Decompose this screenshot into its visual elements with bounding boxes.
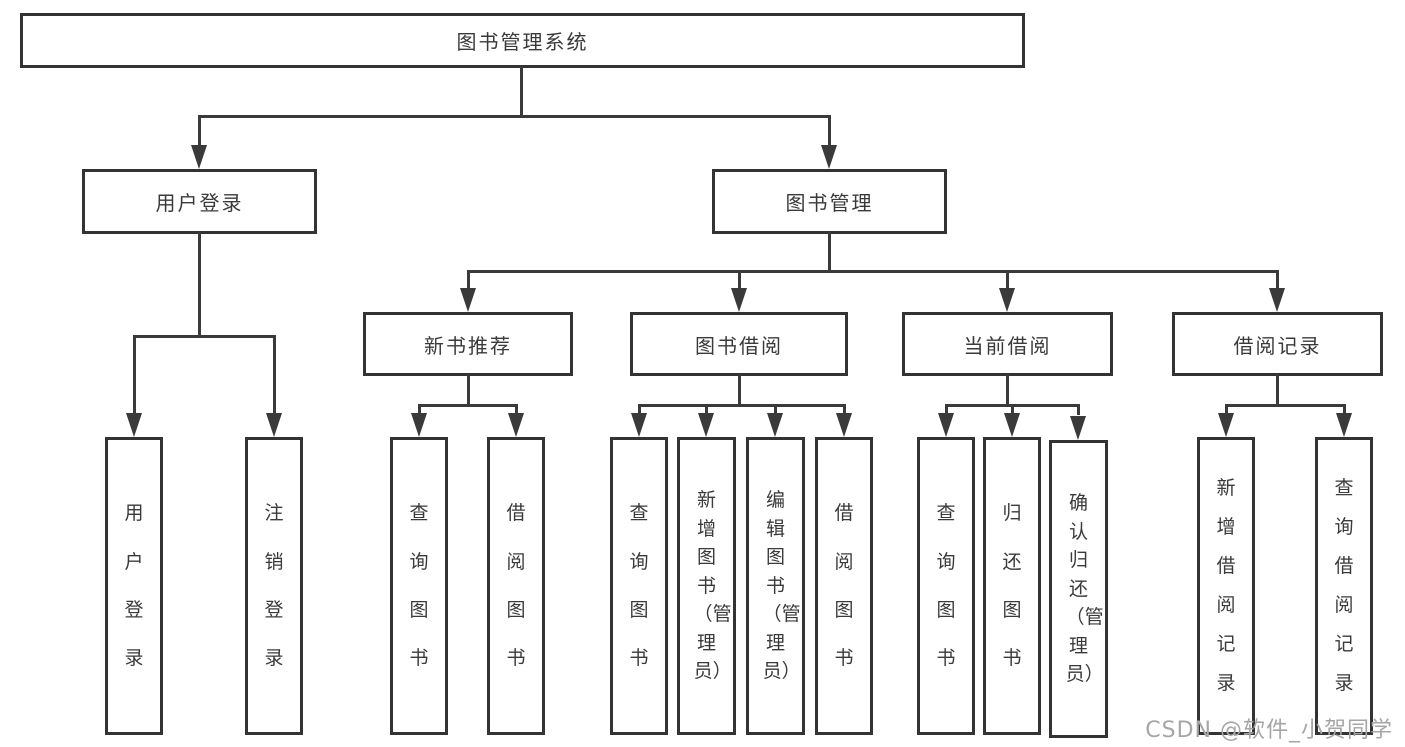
node-label: 图书管理 — [785, 191, 874, 215]
connector-line — [198, 232, 201, 337]
connector-line — [1011, 404, 1014, 415]
node-label: 查询图书 — [409, 502, 429, 670]
node-library-system: 图书管理系统 — [20, 13, 1025, 68]
arrow-down-icon — [1004, 413, 1020, 437]
connector-line — [945, 404, 948, 415]
connector-line — [520, 66, 523, 118]
node-label: 用户登录 — [124, 502, 144, 670]
arrow-down-icon — [938, 413, 954, 437]
connector-line — [738, 374, 741, 406]
leaf-add-borrow-record: 新增借阅记录 — [1197, 437, 1255, 735]
node-current-borrowing: 当前借阅 — [902, 312, 1113, 376]
node-label: 图书借阅 — [695, 333, 783, 358]
arrow-down-icon — [821, 145, 837, 169]
node-label: 用户登录 — [155, 191, 244, 215]
leaf-return-books: 归还图书 — [983, 437, 1041, 735]
connector-line — [273, 335, 276, 415]
arrow-down-icon — [767, 413, 783, 437]
arrow-down-icon — [1336, 413, 1352, 437]
node-label: 确认归还（管理员） — [1065, 492, 1104, 686]
connector-line — [467, 270, 470, 290]
connector-line — [1077, 404, 1080, 415]
node-label: 查询图书 — [936, 502, 956, 670]
arrow-down-icon — [731, 288, 747, 312]
connector-line — [1006, 374, 1009, 406]
connector-line — [198, 115, 831, 118]
connector-line — [1225, 404, 1228, 415]
arrow-down-icon — [191, 145, 207, 169]
csdn-watermark: CSDN @软件_小贺同学 — [1145, 718, 1393, 743]
node-label: 新书推荐 — [424, 333, 512, 358]
connector-line — [467, 270, 1279, 273]
node-borrowing-records: 借阅记录 — [1172, 312, 1383, 376]
node-book-borrowing: 图书借阅 — [630, 312, 848, 376]
node-label: 编辑图书（管理员） — [762, 489, 801, 683]
leaf-query-borrow-record: 查询借阅记录 — [1315, 437, 1373, 735]
arrow-down-icon — [1218, 413, 1234, 437]
node-user-login: 用户登录 — [82, 169, 317, 234]
connector-line — [1343, 404, 1346, 415]
node-label: 图书管理系统 — [456, 30, 589, 54]
connector-line — [1006, 270, 1009, 290]
connector-line — [638, 404, 641, 415]
connector-line — [467, 374, 470, 406]
arrow-down-icon — [631, 413, 647, 437]
arrow-down-icon — [460, 288, 476, 312]
leaf-user-login: 用户登录 — [105, 437, 163, 735]
connector-line — [843, 404, 846, 415]
node-label: 借阅图书 — [506, 502, 526, 670]
node-label: 当前借阅 — [963, 333, 1052, 358]
arrow-down-icon — [508, 413, 524, 437]
node-label: 注销登录 — [264, 502, 284, 670]
leaf-borrow-books: 借阅图书 — [487, 437, 545, 735]
node-label: 查询借阅记录 — [1334, 477, 1354, 694]
connector-line — [828, 232, 831, 272]
node-label: 借阅图书 — [834, 502, 854, 670]
connector-line — [198, 115, 201, 147]
connector-line — [418, 404, 421, 415]
connector-line — [705, 404, 708, 415]
leaf-logout: 注销登录 — [245, 437, 303, 735]
leaf-query-books: 查询图书 — [610, 437, 668, 735]
connector-line — [638, 404, 846, 407]
arrow-down-icon — [999, 288, 1015, 312]
connector-line — [1276, 374, 1279, 406]
leaf-query-books: 查询图书 — [917, 437, 975, 735]
arrow-down-icon — [836, 413, 852, 437]
leaf-borrow-books: 借阅图书 — [815, 437, 873, 735]
arrow-down-icon — [1070, 416, 1086, 440]
arrow-down-icon — [126, 413, 142, 437]
arrow-down-icon — [1269, 288, 1285, 312]
arrow-down-icon — [411, 413, 427, 437]
node-label: 新增图书（管理员） — [693, 489, 732, 683]
connector-line — [828, 115, 831, 147]
leaf-edit-books-admin: 编辑图书（管理员） — [746, 437, 805, 735]
connector-line — [738, 270, 741, 290]
node-label: 借阅记录 — [1233, 333, 1322, 358]
connector-line — [133, 335, 136, 415]
node-label: 查询图书 — [629, 502, 649, 670]
connector-line — [774, 404, 777, 415]
node-book-management: 图书管理 — [712, 169, 947, 234]
node-label: 归还图书 — [1002, 502, 1022, 670]
arrow-down-icon — [698, 413, 714, 437]
node-new-book-recommend: 新书推荐 — [363, 312, 573, 376]
arrow-down-icon — [266, 413, 282, 437]
leaf-confirm-return-admin: 确认归还（管理员） — [1049, 440, 1108, 738]
connector-line — [418, 404, 518, 407]
connector-line — [1276, 270, 1279, 290]
connector-line — [133, 335, 276, 338]
connector-line — [515, 404, 518, 415]
leaf-query-books: 查询图书 — [390, 437, 448, 735]
leaf-add-books-admin: 新增图书（管理员） — [677, 437, 736, 735]
connector-line — [1225, 404, 1346, 407]
node-label: 新增借阅记录 — [1216, 477, 1236, 694]
